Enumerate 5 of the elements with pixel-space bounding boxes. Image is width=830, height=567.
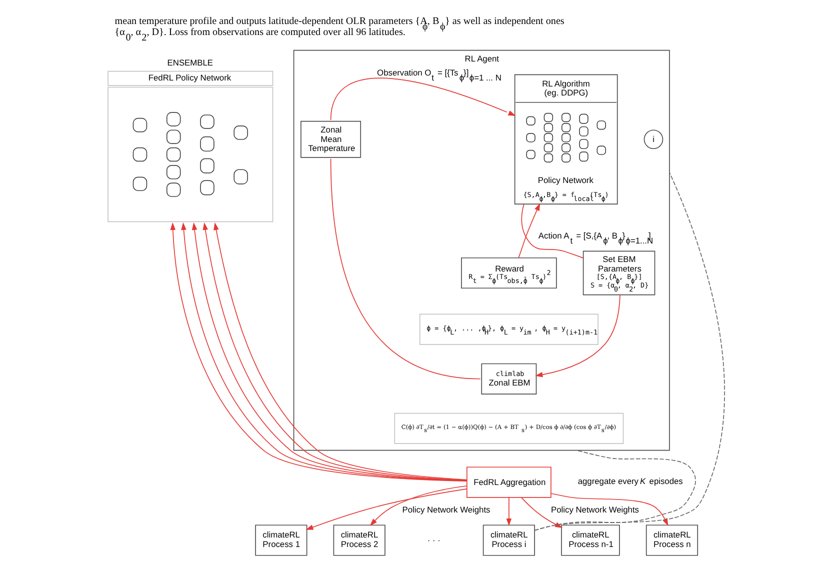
node-label: ENSEMBLE [166,57,212,68]
edge-label: Policy Network Weights [550,504,639,515]
label: · · · [426,534,440,545]
edge-label: Policy Network Weights [402,504,490,515]
node-label: aggregate every K episodes [577,476,682,486]
